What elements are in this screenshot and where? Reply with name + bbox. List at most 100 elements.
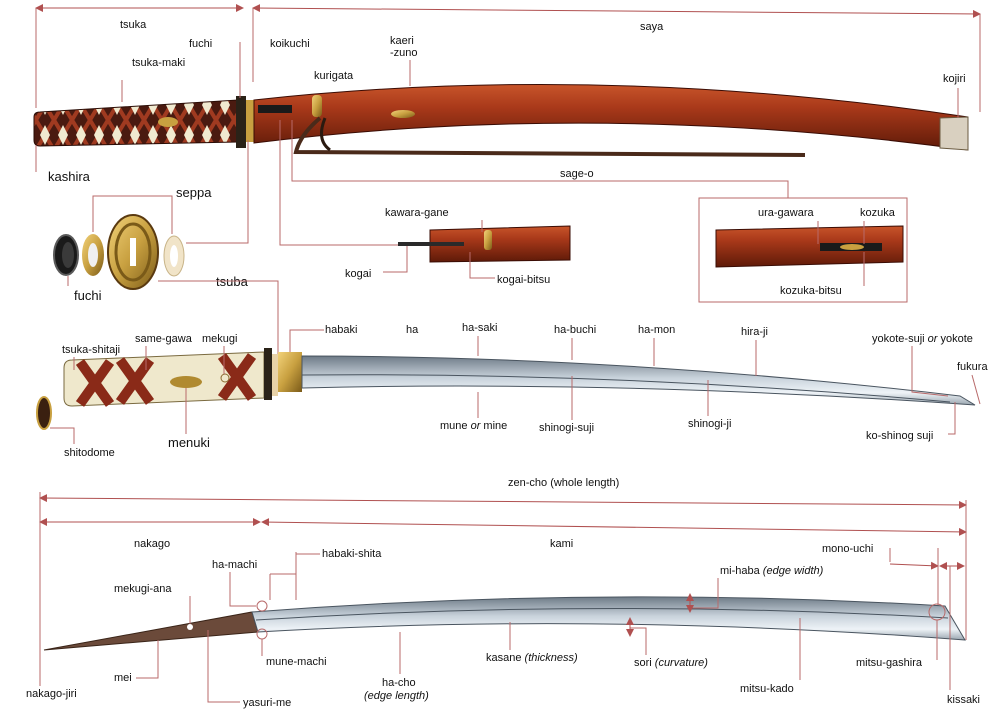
- label-ha-mon: ha-mon: [638, 324, 675, 336]
- label-mei: mei: [114, 672, 132, 684]
- label-kozuka-bitsu: kozuka-bitsu: [780, 285, 842, 297]
- saya-scabbard: [253, 83, 969, 151]
- label-yokote: yokote-suji or yokote: [872, 333, 973, 345]
- mono-uchi-dimension: [889, 561, 939, 570]
- kozuka-handle-top: [258, 105, 292, 113]
- kojiri-endcap: [939, 116, 969, 151]
- label-shinogi-ji: shinogi-ji: [688, 418, 731, 430]
- kami-dimension: [261, 518, 967, 536]
- menuki-ornament: [158, 117, 178, 127]
- zen-cho-dimension: [39, 494, 967, 509]
- label-kasane-a: kasane: [486, 652, 525, 664]
- leader-mi-haba: [690, 578, 719, 609]
- tsuka-wrap-cords-right: [217, 353, 257, 401]
- label-ha-machi: ha-machi: [212, 559, 257, 571]
- leader-mei: [136, 640, 159, 679]
- label-ha-buchi: ha-buchi: [554, 324, 596, 336]
- seppa-hole-left: [88, 243, 98, 267]
- label-mi-haba-b: (edge width): [763, 565, 824, 577]
- label-same-gawa: same-gawa: [135, 333, 193, 345]
- label-mune-a: mune: [440, 420, 471, 432]
- tsuba-center-hole: [130, 238, 136, 266]
- leader-yasuri-me: [207, 630, 240, 703]
- leader-seppa: [92, 195, 173, 234]
- label-ha-saki: ha-saki: [462, 322, 497, 334]
- label-kashira: kashira: [48, 169, 91, 184]
- section-unsheathed-sword: tsuka-shitaji same-gawa mekugi habaki ha…: [36, 322, 988, 459]
- leader-shitodome: [50, 427, 75, 444]
- leader-sori: [630, 627, 647, 655]
- nakago-tang: [43, 611, 259, 651]
- label-fuchi-top: fuchi: [189, 38, 212, 50]
- seppa-middle: [272, 354, 278, 396]
- label-ura-gawara: ura-gawara: [758, 207, 815, 219]
- section-bare-blade: zen-cho (whole length) nakago kami ha-ma…: [26, 477, 980, 709]
- label-mune: mune or mine: [440, 420, 507, 432]
- leader-sage-o: [291, 120, 789, 198]
- label-mune-b: mine: [480, 420, 507, 432]
- label-ha-cho-b: (edge length): [364, 690, 429, 702]
- label-fuchi-bottom: fuchi: [74, 288, 102, 303]
- label-sori: sori (curvature): [634, 657, 708, 669]
- leader-habaki: [289, 329, 324, 352]
- kogai-pin: [398, 242, 464, 246]
- label-ko-shinog-suji: ko-shinog suji: [866, 430, 933, 442]
- seppa-hole-right: [170, 245, 178, 267]
- saya-dimension: [252, 4, 981, 18]
- label-zen-cho: zen-cho (whole length): [508, 477, 619, 489]
- leader-kogai-bitsu: [469, 252, 495, 279]
- kozuka-detail-box: [698, 197, 908, 303]
- label-nakago-jiri: nakago-jiri: [26, 688, 77, 700]
- label-ha: ha: [406, 324, 419, 336]
- label-sori-b: (curvature): [655, 657, 709, 669]
- leader-fukura: [971, 374, 981, 405]
- label-seppa: seppa: [176, 185, 212, 200]
- menuki-middle: [170, 376, 202, 388]
- tsuka-wrap-cords: [75, 357, 155, 407]
- label-ha-cho-a: ha-cho: [382, 677, 416, 689]
- label-habaki-shita: habaki-shita: [322, 548, 382, 560]
- fuchi-ring-inner: [62, 242, 74, 268]
- label-koikuchi: koikuchi: [270, 38, 310, 50]
- label-tsuka: tsuka: [120, 19, 147, 31]
- shinogi-line-middle: [301, 374, 951, 403]
- sage-o-knot: [319, 117, 331, 152]
- label-kozuka: kozuka: [860, 207, 896, 219]
- label-mono-uchi: mono-uchi: [822, 543, 873, 555]
- label-habaki: habaki: [325, 324, 357, 336]
- leader-kogai-source: [279, 120, 398, 246]
- leader-fittings-assembly: [186, 140, 249, 244]
- kozuka-saya-detail: [715, 225, 904, 268]
- leader-habaki-shita: [269, 552, 320, 600]
- label-yokote-a: yokote-suji: [872, 333, 928, 345]
- shitodome-ring: [36, 396, 52, 430]
- label-kogai-bitsu: kogai-bitsu: [497, 274, 550, 286]
- label-hira-ji: hira-ji: [741, 326, 768, 338]
- mekugi-ana-hole: [187, 624, 193, 630]
- label-yokote-b: yokote: [937, 333, 972, 345]
- label-nakago: nakago: [134, 538, 170, 550]
- label-mekugi: mekugi: [202, 333, 237, 345]
- sage-o-cord: [293, 116, 806, 157]
- label-menuki: menuki: [168, 435, 210, 450]
- label-fukura: fukura: [957, 361, 988, 373]
- label-mitsu-gashira: mitsu-gashira: [856, 657, 923, 669]
- leader-tsuba: [158, 280, 279, 385]
- label-kaeri-2: -zuno: [390, 47, 418, 59]
- label-shitodome: shitodome: [64, 447, 115, 459]
- label-mekugi-ana: mekugi-ana: [114, 583, 172, 595]
- label-kasane-b: (thickness): [525, 652, 579, 664]
- label-mune-or: or: [471, 420, 482, 432]
- blade-bottom: [251, 596, 966, 641]
- label-kissaki: kissaki: [947, 694, 980, 706]
- leader-ko-shinog-suji: [948, 402, 956, 435]
- section-fittings: seppa fuchi tsuba kawara-gane kogai koga…: [53, 120, 908, 385]
- label-sage-o: sage-o: [560, 168, 594, 180]
- kogai-saya-detail: [429, 225, 571, 263]
- tsuba-middle: [264, 348, 272, 400]
- label-sori-a: sori: [634, 657, 655, 669]
- label-tsuka-maki: tsuka-maki: [132, 57, 185, 69]
- kozuka-ornament: [840, 244, 864, 250]
